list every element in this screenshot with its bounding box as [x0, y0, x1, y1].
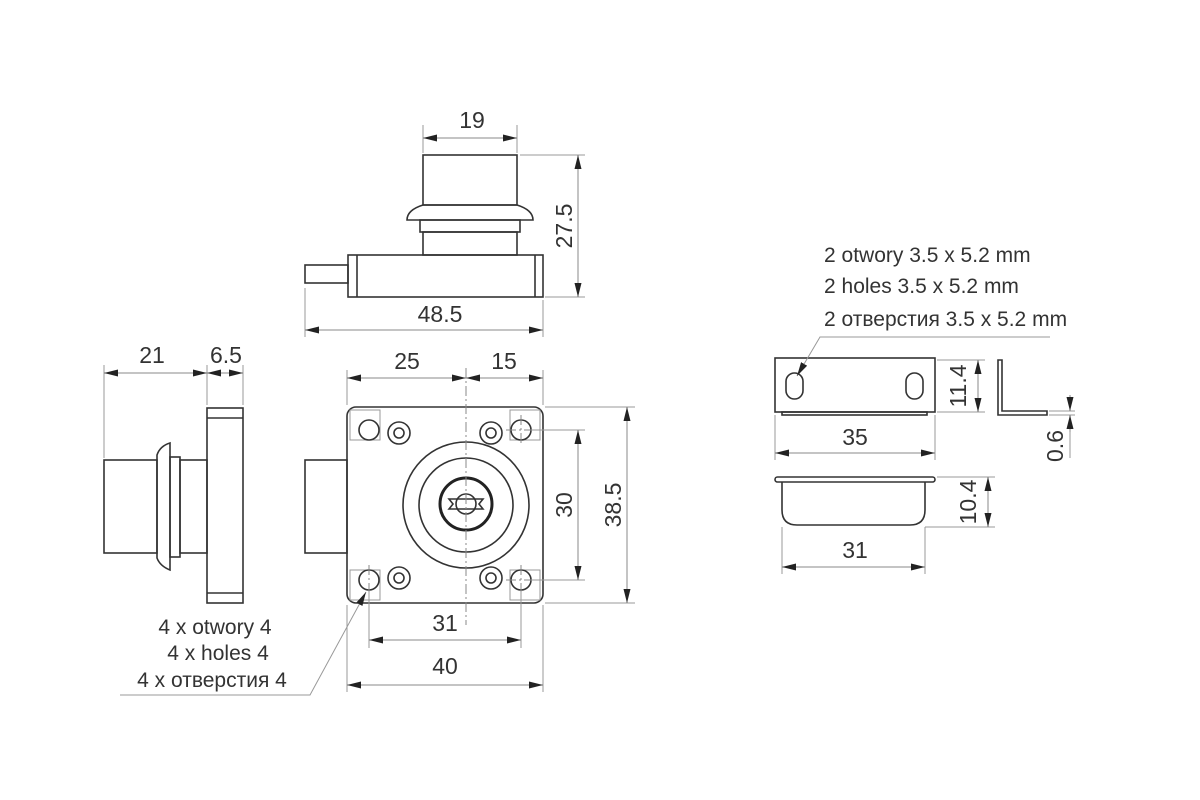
dim-10-4: 10.4: [955, 479, 981, 524]
note-line-en: 4 x holes 4: [167, 642, 269, 665]
dim-30: 30: [551, 492, 577, 518]
dim-27-5: 27.5: [551, 204, 577, 249]
dim-40: 40: [432, 653, 458, 679]
dim-11-4: 11.4: [945, 364, 971, 407]
side-view: 21 6.5: [103, 342, 244, 604]
dim-31-tray: 31: [842, 537, 868, 563]
note-line-ru: 2 отверстия 3.5 x 5.2 mm: [824, 308, 1067, 331]
dim-35: 35: [842, 424, 868, 450]
dim-21: 21: [139, 342, 165, 368]
dim-25: 25: [394, 348, 420, 374]
dim-6-5: 6.5: [210, 342, 242, 368]
top-view: 19 27.5 48.5: [304, 107, 585, 337]
dim-19: 19: [459, 107, 485, 133]
dim-15: 15: [491, 348, 517, 374]
dim-0-6: 0.6: [1042, 430, 1068, 462]
dim-38-5: 38.5: [600, 483, 626, 528]
bracket-holes-note: 2 otwory 3.5 x 5.2 mm 2 holes 3.5 x 5.2 …: [796, 244, 1067, 377]
note-line-en: 2 holes 3.5 x 5.2 mm: [824, 275, 1019, 298]
front-view: 25 15 30 38.5 31 40: [304, 348, 635, 692]
note-line-ru: 4 x отверстия 4: [137, 669, 287, 692]
note-line-pl: 2 otwory 3.5 x 5.2 mm: [824, 244, 1031, 267]
strike-tray: 10.4 31: [774, 476, 995, 574]
dim-48-5: 48.5: [418, 301, 463, 327]
front-holes-note: 4 x otwory 4 4 x holes 4 4 x отверстия 4: [120, 591, 367, 696]
strike-bracket: 35 11.4 0.6: [774, 357, 1075, 462]
dim-31-front: 31: [432, 610, 458, 636]
note-line-pl: 4 x otwory 4: [158, 616, 272, 639]
